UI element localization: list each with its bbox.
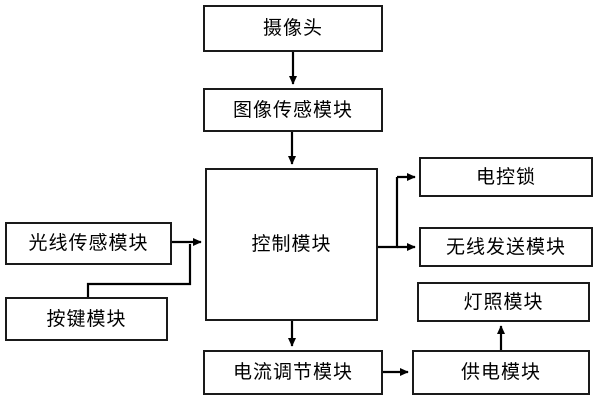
edge-control-right-trunk <box>378 177 399 249</box>
node-wireless-transmit[interactable]: 无线发送模块 <box>419 227 593 267</box>
node-lamp-module[interactable]: 灯照模块 <box>417 282 590 322</box>
node-control-module[interactable]: 控制模块 <box>205 168 378 321</box>
node-light-sensor[interactable]: 光线传感模块 <box>5 222 172 265</box>
node-light-sensor-label: 光线传感模块 <box>28 232 149 254</box>
node-power-supply-label: 供电模块 <box>460 361 541 383</box>
node-current-regulator-label: 电流调节模块 <box>232 361 353 383</box>
node-key-module-label: 按键模块 <box>46 307 127 330</box>
edge-key-to-control <box>86 244 192 297</box>
node-control-module-label: 控制模块 <box>251 233 332 255</box>
node-electric-lock[interactable]: 电控锁 <box>419 157 593 197</box>
node-power-supply[interactable]: 供电模块 <box>412 350 590 395</box>
node-electric-lock-label: 电控锁 <box>475 165 536 188</box>
node-image-sensor-label: 图像传感模块 <box>232 98 353 121</box>
node-lamp-module-label: 灯照模块 <box>463 290 544 313</box>
node-key-module[interactable]: 按键模块 <box>5 297 168 341</box>
node-image-sensor[interactable]: 图像传感模块 <box>203 88 383 132</box>
node-wireless-transmit-label: 无线发送模块 <box>445 235 566 258</box>
node-camera-label: 摄像头 <box>262 17 323 39</box>
node-camera[interactable]: 摄像头 <box>203 5 383 52</box>
node-current-regulator[interactable]: 电流调节模块 <box>203 350 383 395</box>
